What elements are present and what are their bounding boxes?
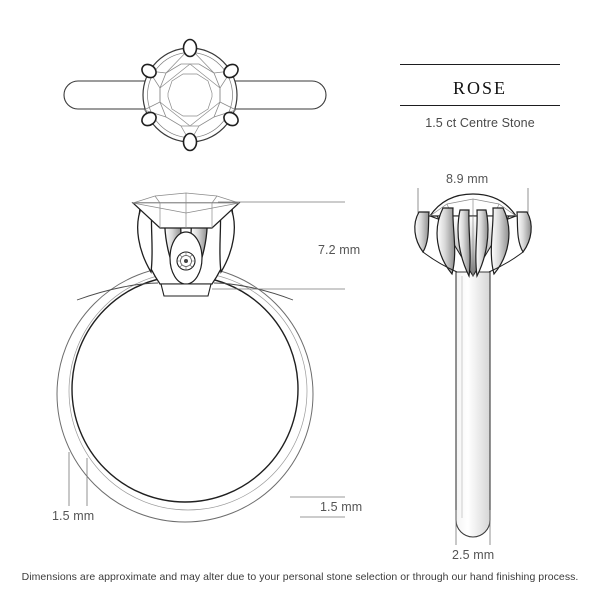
title-rule-top — [400, 64, 560, 65]
dimension-label-band-thickness: 2.5 mm — [452, 548, 495, 562]
front-view-centre-stone — [131, 192, 241, 229]
prong-8oclock — [141, 111, 157, 127]
top-view-prongs — [141, 38, 239, 152]
top-view-inner-table — [167, 73, 213, 117]
prong-4oclock — [223, 111, 239, 127]
front-view-shoulder-left — [76, 282, 159, 301]
dimension-label-head-height: 7.2 mm — [318, 243, 361, 257]
side-view-prongs — [414, 207, 532, 279]
front-view-shoulder-right — [213, 282, 294, 301]
front-view-group — [56, 192, 345, 523]
centre-stone-spec: 1.5 ct Centre Stone — [425, 116, 535, 131]
side-view-group — [414, 188, 532, 545]
side-prong-front-left — [457, 209, 471, 279]
side-prong-far-right — [516, 211, 532, 254]
dimension-lines-band-depth — [68, 452, 88, 506]
title-block: Rose 1.5 ct Centre Stone — [400, 64, 560, 130]
top-view-group — [63, 38, 327, 152]
title-rule-bottom — [400, 105, 560, 107]
footer-disclaimer: Dimensions are approximate and may alter… — [21, 571, 579, 583]
dimension-label-head-width: 8.9 mm — [446, 172, 489, 186]
front-view-accent-stone — [176, 251, 196, 271]
prong-12oclock — [182, 38, 198, 58]
side-view-shank — [455, 271, 491, 538]
dimension-label-band-width: 1.5 mm — [320, 500, 363, 514]
dimension-lines-band-width — [290, 496, 345, 518]
side-prong-front-right — [475, 209, 489, 279]
prong-2oclock — [223, 63, 239, 79]
side-view-gallery — [422, 251, 524, 273]
front-view-head-base — [160, 283, 212, 297]
side-prong-far-left — [414, 211, 430, 254]
dimension-lines-head-height — [212, 201, 345, 290]
prong-6oclock — [182, 132, 198, 152]
side-prong-mid-left — [436, 207, 456, 276]
dimension-lines-band-thickness — [455, 510, 491, 545]
side-prong-mid-right — [490, 207, 510, 276]
ring-name: Rose — [452, 71, 507, 100]
top-view-girdle — [142, 47, 238, 143]
prong-10oclock — [141, 63, 157, 79]
front-view-band-inner — [71, 275, 299, 503]
dimension-label-band-depth: 1.5 mm — [52, 509, 95, 523]
